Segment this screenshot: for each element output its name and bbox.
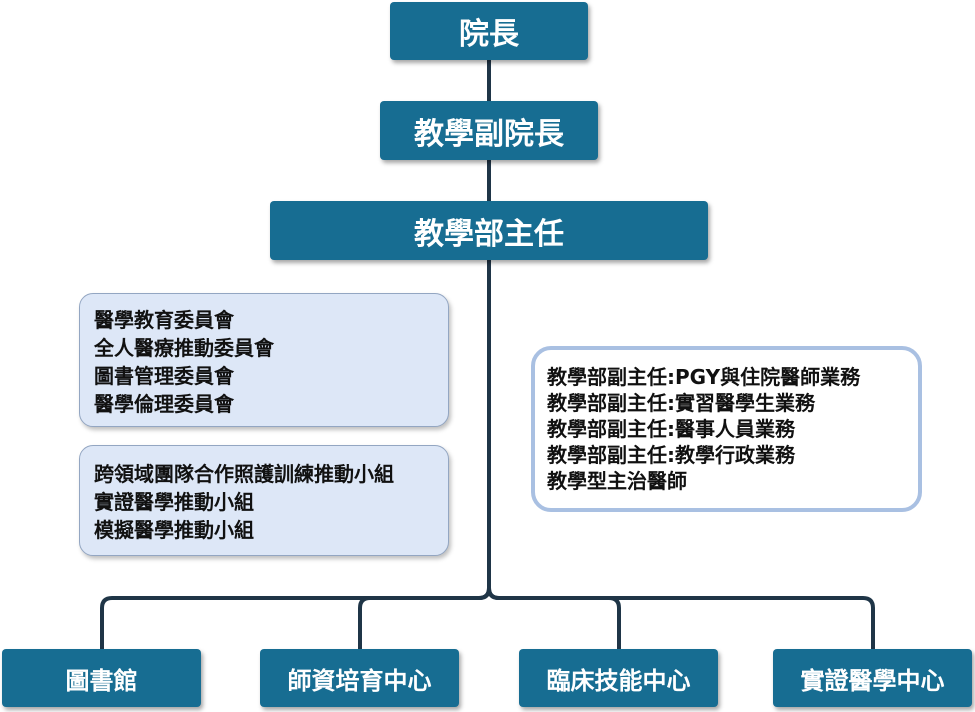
deputy-accent: PGY: [675, 365, 721, 389]
deputy-prefix: 教學部副主任:: [547, 391, 675, 415]
committee-item: 醫學倫理委員會: [94, 392, 234, 416]
task-groups-box: 跨領域團隊合作照護訓練推動小組 實證醫學推動小組 模擬醫學推動小組: [79, 445, 449, 556]
vice-president-node: 教學副院長: [380, 101, 598, 160]
deputy-prefix: 教學部副主任:: [547, 365, 675, 389]
deputy-prefix: 教學部副主任:: [547, 417, 675, 441]
president-label: 院長: [459, 17, 519, 52]
education-director-label: 教學部主任: [414, 216, 564, 252]
center-node-library: 圖書館: [2, 649, 201, 707]
committee-item: 全人醫療推動委員會: [94, 336, 274, 360]
deputy-prefix: 教學部副主任:: [547, 443, 675, 467]
deputy-item: 教學部副主任:教學行政業務: [547, 442, 906, 468]
vice-president-label: 教學副院長: [414, 116, 564, 152]
center-label: 臨床技能中心: [546, 666, 691, 695]
committee-item: 醫學教育委員會: [94, 308, 234, 332]
center-node-faculty-development: 師資培育中心: [260, 649, 459, 707]
committee-item: 圖書管理委員會: [94, 364, 234, 388]
deputies-box: 教學部副主任:PGY與住院醫師業務 教學部副主任:實習醫學生業務 教學部副主任:…: [531, 346, 922, 512]
committees-box: 醫學教育委員會 全人醫療推動委員會 圖書管理委員會 醫學倫理委員會: [79, 293, 449, 427]
center-label: 實證醫學中心: [800, 666, 945, 695]
center-label: 師資培育中心: [287, 666, 432, 695]
connector-center-left-branch: [358, 587, 491, 650]
deputy-item: 教學部副主任:醫事人員業務: [547, 416, 906, 442]
center-node-evidence-based-medicine: 實證醫學中心: [773, 649, 972, 707]
deputy-suffix: 教學行政業務: [675, 443, 795, 467]
task-group-item: 實證醫學推動小組: [94, 490, 254, 514]
center-label: 圖書館: [65, 666, 138, 695]
president-node: 院長: [390, 2, 588, 60]
deputy-prefix: 教學型主治醫師: [547, 469, 687, 493]
deputy-suffix: 與住院醫師業務: [720, 365, 861, 389]
deputy-suffix: 實習醫學生業務: [675, 391, 815, 415]
deputy-item: 教學部副主任:PGY與住院醫師業務: [547, 364, 906, 390]
connector-right-branch: [487, 587, 875, 650]
deputy-suffix: 醫事人員業務: [675, 417, 795, 441]
task-group-item: 跨領域團隊合作照護訓練推動小組: [94, 462, 394, 486]
deputy-item: 教學部副主任:實習醫學生業務: [547, 390, 906, 416]
deputy-item: 教學型主治醫師: [547, 468, 906, 494]
education-director-node: 教學部主任: [270, 201, 708, 260]
task-group-item: 模擬醫學推動小組: [94, 518, 254, 542]
center-node-clinical-skills: 臨床技能中心: [519, 649, 718, 707]
